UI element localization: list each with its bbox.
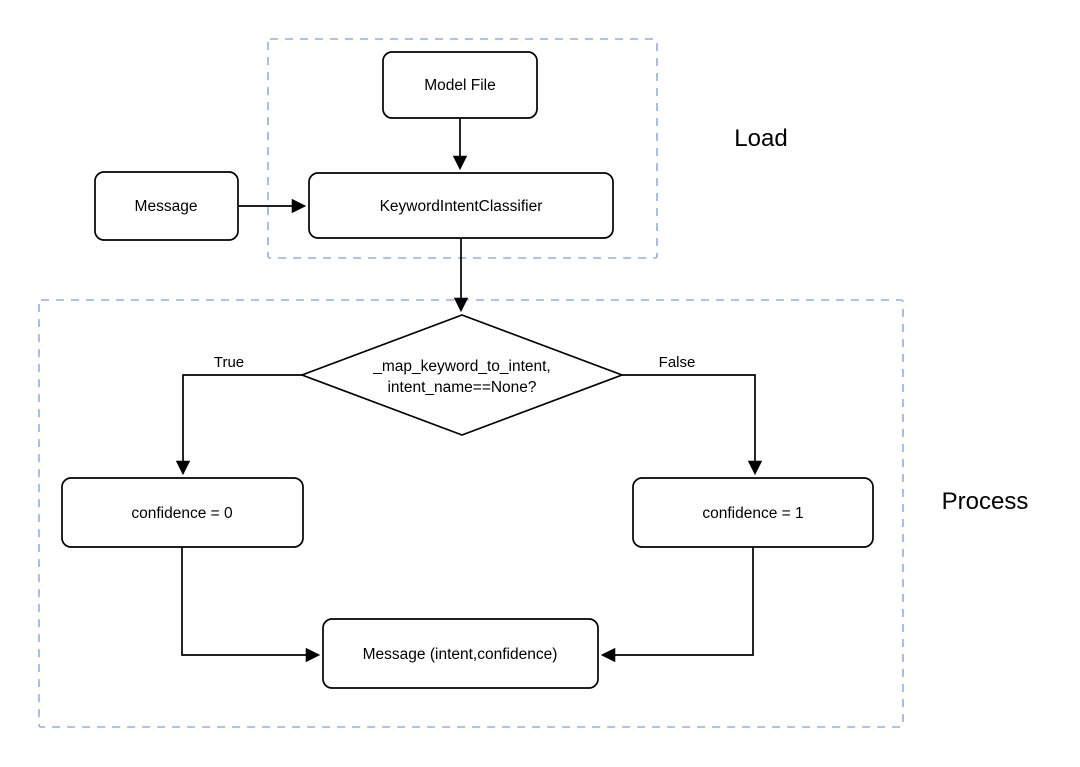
classifier-label: KeywordIntentClassifier: [380, 198, 543, 215]
load-group-label: Load: [734, 125, 787, 152]
edges: True False: [175, 118, 763, 663]
message-output-box: [322, 618, 599, 689]
false-branch-label: False: [659, 354, 696, 371]
decision-label-line2: intent_name==None?: [387, 379, 536, 396]
edge-confidence1-to-output: [600, 547, 754, 663]
classifier-box: [308, 172, 614, 239]
process-group: Process: [38, 299, 1029, 728]
node-classifier: KeywordIntentClassifier: [308, 172, 614, 239]
node-confidence-zero: confidence = 0: [61, 477, 304, 548]
decision-label-line1: _map_keyword_to_intent,: [372, 358, 551, 375]
load-group: Load: [267, 38, 788, 259]
edge-decision-false-to-confidence1: [622, 374, 763, 476]
load-group-border: [267, 38, 658, 259]
message-output-label: Message (intent,confidence): [363, 646, 558, 663]
node-message-input: Message: [94, 171, 239, 241]
process-group-border: [38, 299, 904, 728]
node-confidence-one: confidence = 1: [632, 477, 874, 548]
message-input-label: Message: [135, 198, 198, 215]
edge-confidence0-to-output: [181, 547, 321, 663]
confidence-zero-label: confidence = 0: [131, 505, 233, 522]
edge-decision-true-to-confidence0: [175, 374, 302, 476]
true-branch-label: True: [214, 354, 244, 371]
node-decision: _map_keyword_to_intent, intent_name==Non…: [299, 314, 625, 436]
confidence-zero-box: [61, 477, 304, 548]
node-model-file: Model File: [382, 51, 538, 119]
model-file-box: [382, 51, 538, 119]
model-file-label: Model File: [424, 77, 496, 94]
confidence-one-label: confidence = 1: [702, 505, 803, 522]
decision-diamond: [299, 314, 625, 436]
confidence-one-box: [632, 477, 874, 548]
node-message-output: Message (intent,confidence): [322, 618, 599, 689]
message-input-box: [94, 171, 239, 241]
process-group-label: Process: [942, 488, 1029, 515]
